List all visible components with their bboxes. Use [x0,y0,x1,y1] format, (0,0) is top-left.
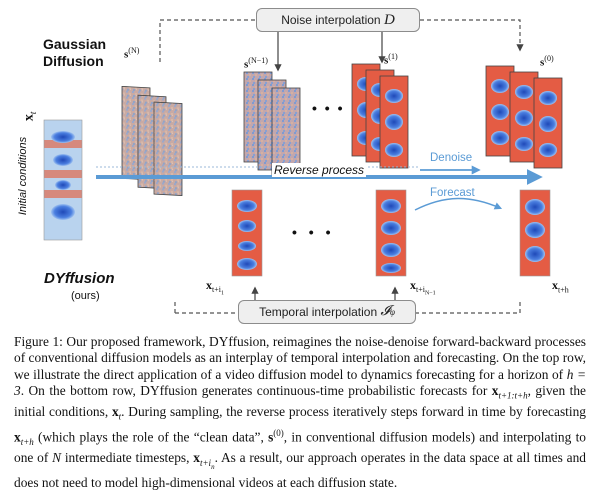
x-tiN-subscript: t+i [416,285,425,295]
x-ti1-symbol: x [206,278,212,292]
gaussian-label-line2: Diffusion [43,53,104,69]
ellipsis-top: • • • [312,100,345,116]
caption-x-t: x [111,403,119,419]
temporal-interpolation-subscript: φ [389,307,395,317]
figure-diagram: Gaussian Diffusion Noise interpolation D… [17,8,569,324]
caption-part-6: , in conventional diffusion models) and … [14,429,586,466]
reverse-process-label: Reverse process [272,163,367,177]
field-x-th [519,189,551,277]
s0-symbol: s [540,56,545,69]
figure-svg [43,19,563,314]
temporal-interpolation-symbol: 𝓘 [380,304,390,319]
x-th-label: xt+h [552,278,569,294]
s1-symbol: s [384,54,389,67]
sN1-symbol: s [244,58,249,71]
forecast-label: Forecast [430,187,475,199]
noise-stack-sN [121,85,183,196]
gaussian-diffusion-label: Gaussian Diffusion [43,36,106,70]
noise-interpolation-symbol: D [383,11,395,28]
x-th-symbol: x [552,278,558,292]
field-stack-s1 [351,63,409,169]
caption-x-tin-sub: t+i [199,457,212,468]
s1-label: s(1) [384,52,398,67]
field-stack-s0 [485,65,563,169]
caption-part-3: , given the initial conditions, [14,382,586,419]
caption-h-equation: h = 3 [14,366,586,398]
temporal-interpolation-label: Temporal interpolation [259,305,378,319]
caption-part-5: (which plays the role of the “clean data… [33,429,269,445]
ellipsis-bottom: • • • [292,224,335,240]
denoise-label: Denoise [430,152,473,164]
caption-part-7: intermediate timesteps, [61,450,194,466]
figure-caption: Figure 1: Our proposed framework, DYffus… [14,334,586,491]
x-t-subscript: t [28,111,39,115]
caption-x-th-sub: t+h [20,436,34,447]
sN-symbol: s [124,48,129,61]
x-th-subscript: t+h [558,285,569,295]
noise-dashed-line-left [159,19,258,62]
x-t-label: xt [21,112,38,122]
x-tiN-label: xt+iN−1 [410,278,436,297]
initial-condition-field [43,119,83,241]
x-ti1-subscript: t+i [212,285,221,295]
field-x-tiN [375,189,407,277]
s0-label: s(0) [540,54,554,69]
caption-x-tin: x [193,450,200,466]
dyffusion-label: DYffusion [44,270,115,287]
sN1-label: s(N−1) [244,56,268,71]
x-t-symbol: x [21,114,37,122]
caption-x-t-sub: t [118,411,122,422]
caption-part-4: . During sampling, the reverse process i… [121,403,586,419]
initial-conditions-label: Initial conditions [17,136,29,216]
x-ti1-label: xt+i1 [206,278,224,297]
caption-s0-sup: (0) [273,427,284,438]
s1-superscript: (1) [388,52,398,61]
x-tiN-subsubscript: N−1 [424,290,436,297]
caption-part-2: . On the bottom row, DYffusion generates… [20,382,492,398]
forecast-arrow [414,197,503,211]
x-tiN-symbol: x [410,278,416,292]
caption-x-tin-subsub: n [211,462,215,471]
caption-x-range: x [491,382,499,398]
caption-x-th: x [14,429,21,445]
field-x-ti1 [231,189,263,277]
sN-label: s(N) [124,46,139,61]
sN1-superscript: (N−1) [248,56,268,65]
sN-superscript: (N) [128,46,140,55]
caption-part-1: Figure 1: Our proposed framework, DYffus… [14,334,586,382]
noise-interpolation-box: Noise interpolation D [256,8,420,32]
caption-N: N [52,450,62,466]
s0-superscript: (0) [544,54,554,63]
temporal-dashed-right [415,300,521,314]
caption-part-8: . As a result, our approach operates in … [14,450,586,491]
x-ti1-subsubscript: 1 [220,290,224,297]
ours-label: (ours) [71,290,100,302]
noise-interpolation-label: Noise interpolation [281,13,381,27]
caption-s0: s [268,429,274,445]
caption-x-range-sub: t+1:t+h [498,390,528,401]
noise-dashed-line-right [420,19,524,52]
gaussian-label-line1: Gaussian [43,36,107,52]
